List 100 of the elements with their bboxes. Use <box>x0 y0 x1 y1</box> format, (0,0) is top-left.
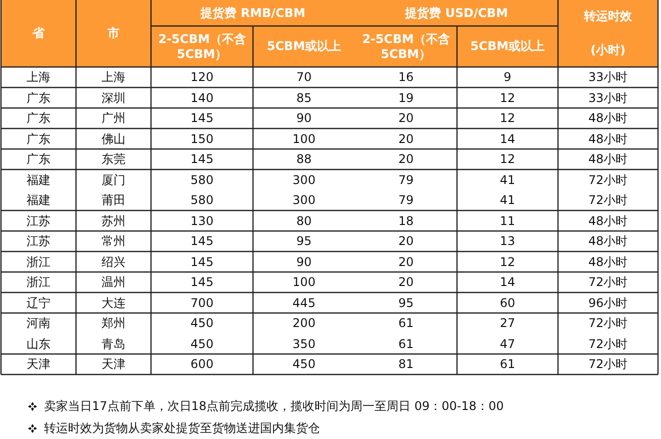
price-value: 145 <box>190 254 214 269</box>
city-name: 青岛 <box>102 336 126 351</box>
price-value: 41 <box>500 193 516 208</box>
price-value: 61 <box>398 316 414 330</box>
column-header: 5CBM或以上 <box>266 39 342 54</box>
column-header: 2-5CBM（不含5CBM） <box>361 32 451 61</box>
note-text: 转运时效为货物从卖家处提货至货物送进国内集货仓 <box>44 421 320 435</box>
province-name: 广东 <box>26 90 50 105</box>
transit-time: 33小时 <box>588 70 628 84</box>
province-name: 福建 <box>26 172 50 187</box>
price-value: 12 <box>500 254 516 269</box>
price-value: 19 <box>398 90 414 105</box>
province-name: 江苏 <box>26 234 50 248</box>
price-value: 450 <box>190 316 214 330</box>
price-value: 350 <box>292 336 316 351</box>
city-name: 厦门 <box>102 172 126 187</box>
price-value: 70 <box>296 70 312 84</box>
price-value: 145 <box>190 275 214 290</box>
price-value: 120 <box>190 70 214 84</box>
province-name: 浙江 <box>26 275 50 290</box>
price-value: 20 <box>398 275 414 290</box>
province-name: 江苏 <box>26 214 50 228</box>
transit-time: 48小时 <box>588 132 628 146</box>
column-header: 转运时效 <box>584 9 632 24</box>
transit-time: 72小时 <box>588 275 628 290</box>
city-name: 佛山 <box>102 132 126 146</box>
price-value: 130 <box>190 214 214 228</box>
column-header: 省 <box>32 26 44 41</box>
city-name: 莆田 <box>102 193 126 208</box>
city-name: 常州 <box>102 234 126 248</box>
transit-time: 72小时 <box>588 172 628 187</box>
transit-time: 72小时 <box>588 316 628 330</box>
city-name: 郑州 <box>102 316 126 330</box>
price-value: 14 <box>500 275 516 290</box>
column-header: 提货费 RMB/CBM <box>200 6 306 20</box>
province-name: 山东 <box>26 336 50 351</box>
price-value: 90 <box>296 254 312 269</box>
province-name: 浙江 <box>26 254 50 269</box>
price-value: 20 <box>398 254 414 269</box>
transit-time: 48小时 <box>588 254 628 269</box>
province-name: 广东 <box>26 132 50 146</box>
city-name: 温州 <box>102 275 126 290</box>
price-value: 13 <box>500 234 516 248</box>
city-name: 深圳 <box>102 90 126 105</box>
price-value: 18 <box>398 214 414 228</box>
price-value: 16 <box>398 70 414 84</box>
price-value: 12 <box>500 111 516 126</box>
price-value: 145 <box>190 152 214 166</box>
price-value: 580 <box>190 172 214 187</box>
price-value: 12 <box>500 90 516 105</box>
price-value: 60 <box>500 296 516 310</box>
column-header: 5CBM或以上 <box>470 39 545 54</box>
province-name: 福建 <box>26 193 50 208</box>
transit-time: 72小时 <box>588 357 628 372</box>
column-header: 2-5CBM（不含5CBM） <box>157 32 247 61</box>
price-value: 145 <box>190 111 214 126</box>
price-value: 27 <box>500 316 516 330</box>
transit-time: 48小时 <box>588 152 628 166</box>
city-name: 广州 <box>102 111 126 126</box>
price-value: 20 <box>398 132 414 146</box>
column-header: 市 <box>108 26 120 41</box>
price-value: 20 <box>398 234 414 248</box>
note-text: 卖家当日17点前下单，次日18点前完成揽收，揽收时间为周一至周日 09：00-18：00 <box>44 399 504 413</box>
price-value: 20 <box>398 111 414 126</box>
price-value: 61 <box>500 357 516 372</box>
price-value: 140 <box>190 90 214 105</box>
city-name: 上海 <box>102 70 126 84</box>
city-name: 苏州 <box>102 214 126 228</box>
column-header: (小时) <box>590 42 626 58</box>
province-name: 辽宁 <box>26 296 50 310</box>
price-value: 100 <box>292 132 316 146</box>
price-value: 20 <box>398 152 414 166</box>
price-value: 450 <box>292 357 316 372</box>
price-value: 200 <box>292 316 316 330</box>
price-value: 88 <box>296 152 312 166</box>
price-value: 79 <box>398 172 414 187</box>
city-name: 天津 <box>102 357 126 372</box>
city-name: 绍兴 <box>102 254 126 269</box>
price-value: 14 <box>500 132 516 146</box>
price-value: 81 <box>398 357 414 372</box>
price-value: 95 <box>296 234 312 248</box>
price-value: 580 <box>190 193 214 208</box>
transit-time: 72小时 <box>588 336 628 351</box>
transit-time: 48小时 <box>588 234 628 248</box>
province-name: 上海 <box>26 70 50 84</box>
price-value: 600 <box>190 357 214 372</box>
price-value: 145 <box>190 234 214 248</box>
price-value: 95 <box>398 296 414 310</box>
price-value: 300 <box>292 172 316 187</box>
province-name: 天津 <box>26 357 50 372</box>
price-value: 12 <box>500 152 516 166</box>
transit-time: 33小时 <box>588 90 628 105</box>
transit-time: 48小时 <box>588 214 628 228</box>
province-name: 河南 <box>26 316 50 330</box>
price-value: 61 <box>398 336 414 351</box>
price-value: 85 <box>296 90 312 105</box>
transit-time: 96小时 <box>588 296 628 310</box>
price-value: 79 <box>398 193 414 208</box>
price-value: 445 <box>292 296 316 310</box>
price-value: 700 <box>190 296 214 310</box>
